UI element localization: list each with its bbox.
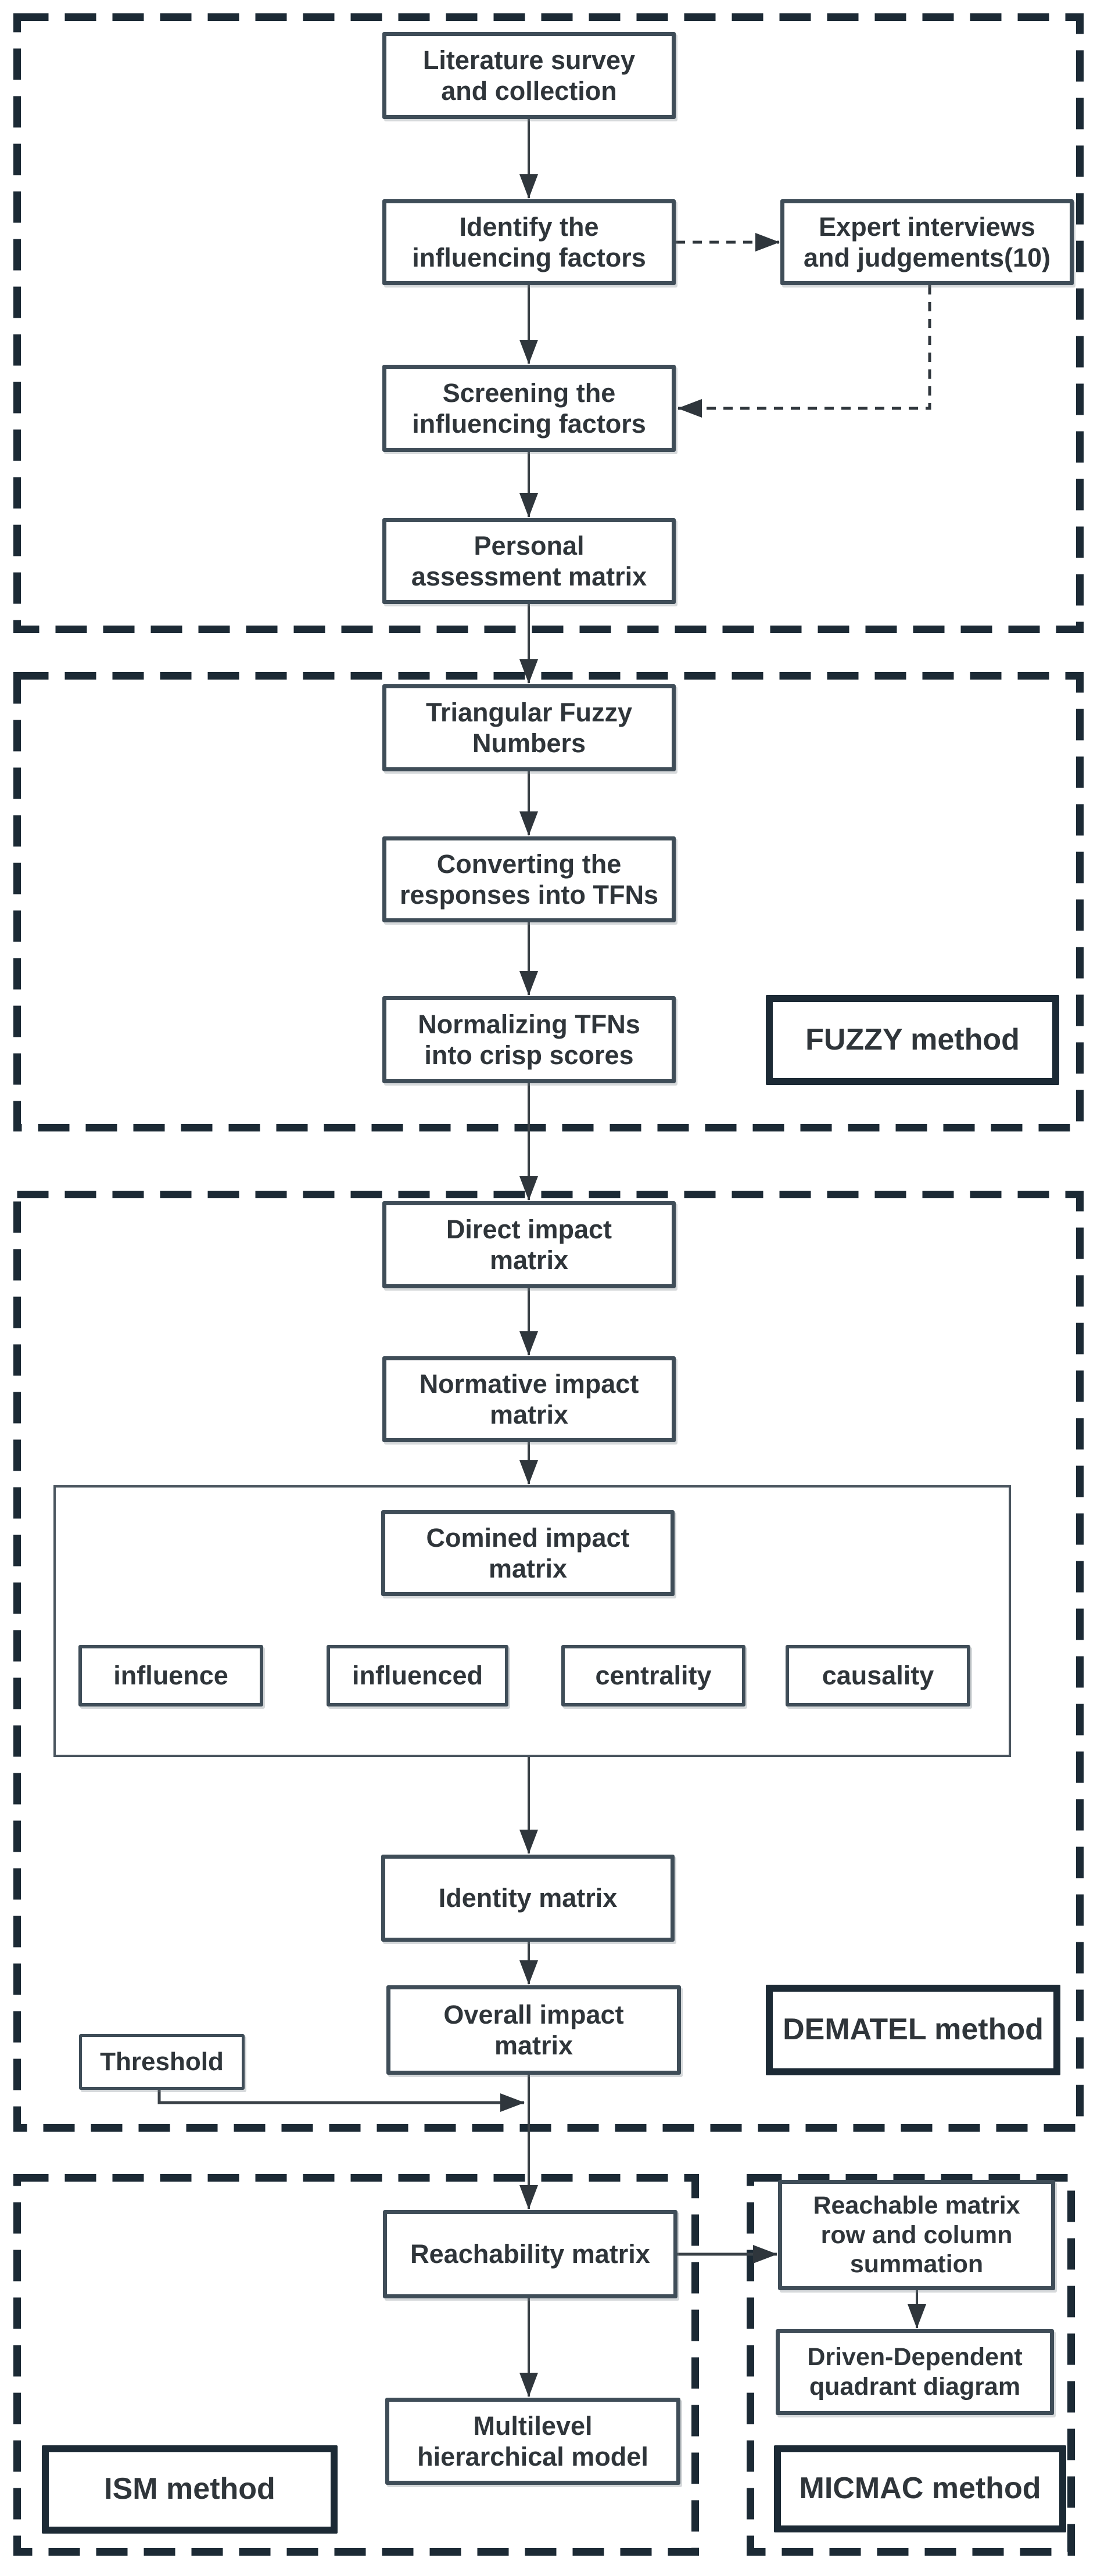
node-influence: influence (78, 1645, 263, 1706)
section-data-collection-frame (13, 13, 1084, 633)
node-threshold: Threshold (79, 2034, 245, 2090)
label-micmac-method: MICMAC method (774, 2445, 1066, 2532)
node-expert-interviews: Expert interviews and judgements(10) (780, 199, 1074, 285)
node-centrality: centrality (561, 1645, 745, 1706)
node-reachable-matrix-summation: Reachable matrix row and column summatio… (778, 2180, 1055, 2290)
node-converting-responses: Converting the responses into TFNs (382, 836, 676, 922)
node-driven-dependent-quadrant: Driven-Dependent quadrant diagram (776, 2329, 1054, 2415)
section-micmac-frame (747, 2174, 1075, 2556)
node-identify-factors: Identify the influencing factors (382, 199, 676, 285)
node-normalizing-tfns: Normalizing TFNs into crisp scores (382, 996, 676, 1083)
node-combined-impact-matrix: Comined impact matrix (381, 1510, 675, 1596)
dashed-arrow-expert-to-screening (677, 285, 931, 418)
label-ism-method: ISM method (42, 2445, 338, 2534)
section-dematel-frame (13, 1191, 1084, 2132)
section-fuzzy-frame (13, 672, 1084, 1131)
arrow-threshold-to-main-line (157, 2090, 525, 2112)
node-multilevel-hierarchical-model: Multilevel hierarchical model (385, 2398, 680, 2485)
node-influenced: influenced (327, 1645, 508, 1706)
node-direct-impact-matrix: Direct impact matrix (382, 1201, 676, 1288)
node-overall-impact-matrix: Overall impact matrix (386, 1985, 681, 2075)
label-dematel-method: DEMATEL method (766, 1985, 1060, 2075)
section-ism-frame (13, 2174, 699, 2556)
label-fuzzy-method: FUZZY method (766, 995, 1059, 1085)
node-literature-survey: Literature survey and collection (382, 32, 676, 119)
node-identity-matrix: Identity matrix (381, 1855, 675, 1942)
node-normative-impact-matrix: Normative impact matrix (382, 1356, 676, 1442)
node-triangular-fuzzy-numbers: Triangular Fuzzy Numbers (382, 684, 676, 771)
node-screening-factors: Screening the influencing factors (382, 365, 676, 452)
node-personal-assessment-matrix: Personal assessment matrix (382, 518, 676, 604)
node-reachability-matrix: Reachability matrix (383, 2210, 677, 2298)
node-causality: causality (786, 1645, 970, 1706)
